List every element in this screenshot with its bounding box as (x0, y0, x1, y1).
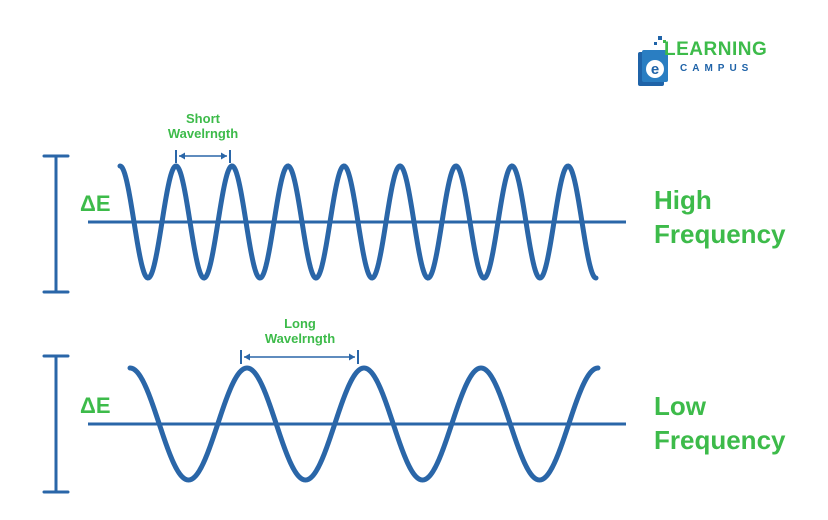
low-frequency-label: Low Frequency (654, 389, 786, 457)
short-wavelength-label: Short Wavelrngth (143, 111, 263, 141)
wave-high (117, 163, 599, 281)
long-wavelength-label-line1: Long (284, 316, 316, 331)
logo-text-campus: CAMPUS (680, 63, 754, 74)
energy-bracket-low (42, 354, 70, 494)
high-frequency-label-line2: Frequency (654, 219, 786, 249)
low-frequency-group (42, 350, 626, 494)
short-wavelength-label-line1: Short (186, 111, 220, 126)
long-wavelength-label-line2: Wavelrngth (264, 331, 336, 346)
short-wavelength-label-line2: Wavelrngth (167, 126, 239, 141)
logo: e LEARNING CAMPUS (636, 36, 786, 88)
energy-bracket-high (42, 154, 70, 294)
low-frequency-label-line2: Frequency (654, 425, 786, 455)
high-frequency-label-line1: High (654, 185, 712, 215)
high-frequency-label: High Frequency (654, 183, 786, 251)
logo-text-learning: LEARNING (664, 39, 768, 60)
e-book-icon: e (638, 36, 668, 86)
svg-text:e: e (651, 61, 659, 78)
long-wavelength-label: Long Wavelrngth (240, 316, 360, 346)
high-frequency-group (42, 150, 626, 294)
wavelength-marker-short (175, 150, 231, 163)
energy-label-low: ΔE (80, 393, 111, 418)
wavelength-marker-long (240, 350, 359, 364)
wave-low (127, 365, 601, 483)
energy-label-high: ΔE (80, 191, 111, 216)
low-frequency-label-line1: Low (654, 391, 706, 421)
